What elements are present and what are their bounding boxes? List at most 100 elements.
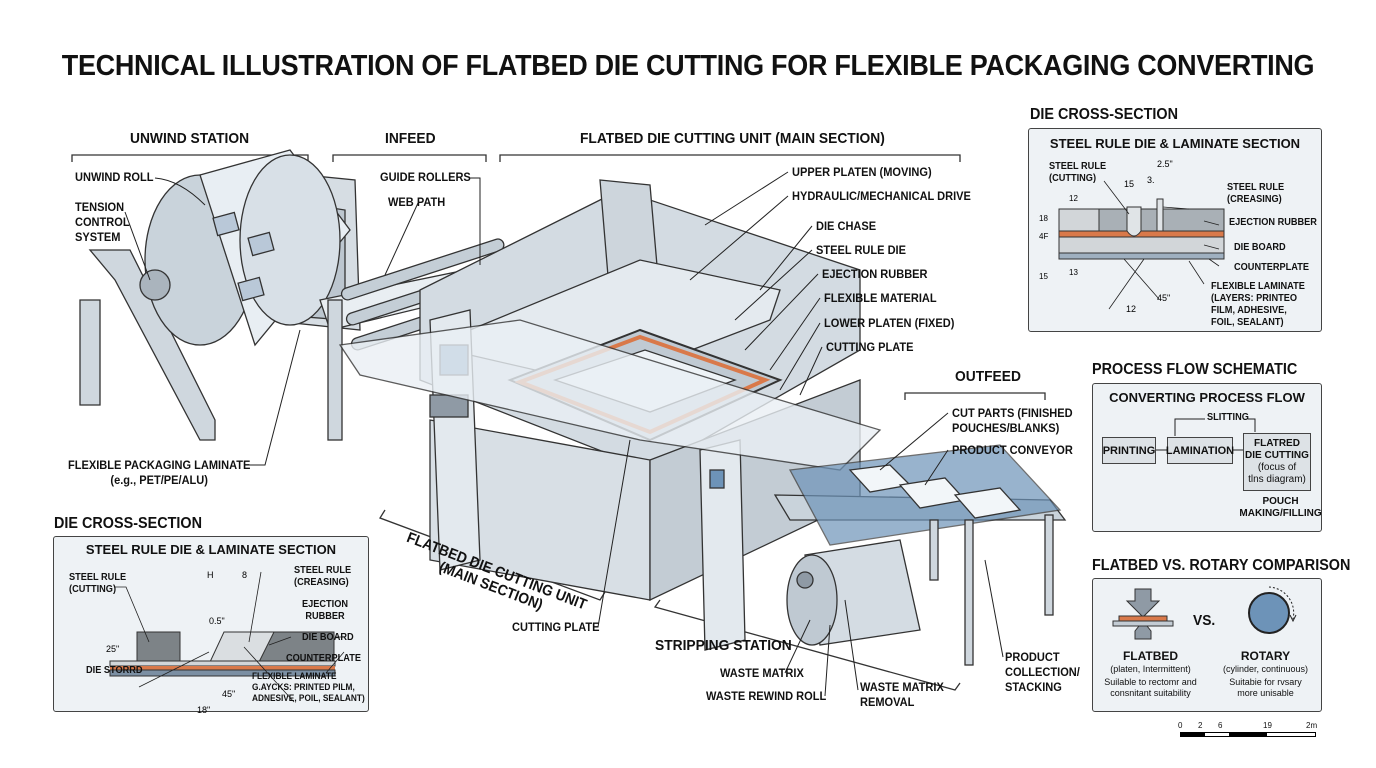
label-waste-rewind: WASTE REWIND ROLL	[706, 689, 827, 703]
t: FLEXIBLE PACKAGING LAMINATE	[68, 458, 251, 472]
process-arrows	[1155, 418, 1256, 451]
scale-tick: 19	[1263, 721, 1272, 730]
t: (CREASING)	[294, 577, 349, 588]
t: Suilable to rectomr and	[1104, 677, 1197, 687]
label-cutting-plate: CUTTING PLATE	[826, 340, 914, 354]
dim: 0.5"	[209, 616, 225, 626]
flatbed-text: FLATBED (platen, Intermittent) Suilable …	[1093, 649, 1208, 699]
panel-title: STEEL RULE DIE & LAMINATE SECTION	[85, 542, 337, 557]
tension-control-icon	[139, 269, 171, 301]
t: COLLECTION/	[1005, 665, 1080, 679]
die-bottom-header: DIE CROSS-SECTION	[54, 515, 203, 532]
dim: 13	[1069, 268, 1078, 277]
dim: 25"	[106, 644, 119, 654]
label-steel-rule-die: STEEL RULE DIE	[816, 243, 906, 257]
die-bottom-cutting: STEEL RULE(CUTTING)	[69, 572, 126, 596]
step-slitting: SLITTING	[1207, 412, 1249, 423]
die-top-panel: STEEL RULE DIE & LAMINATE SECTION 2.5" 1…	[1028, 128, 1322, 332]
rotary-text: ROTARY (cylinder, continuous) Suitabie f…	[1208, 649, 1323, 699]
dim: H	[207, 570, 214, 580]
section-outfeed: OUTFEED	[955, 368, 1021, 385]
dim: 12	[1069, 194, 1078, 203]
dim: 45"	[222, 689, 235, 699]
label-lower-platen: LOWER PLATEN (FIXED)	[824, 316, 955, 330]
t: (CUTTING)	[1049, 173, 1097, 184]
label-die-chase: DIE CHASE	[816, 219, 877, 233]
dim: 45"	[1157, 293, 1170, 303]
panel-title: CONVERTING PROCESS FLOW	[1109, 390, 1305, 405]
dim: 18	[1039, 214, 1048, 223]
die-bottom-creasing: STEEL RULE(CREASING)	[294, 565, 351, 589]
compare-header: FLATBED VS. ROTARY COMPARISON	[1092, 557, 1351, 574]
t: MAKING/FILLING	[1239, 508, 1322, 519]
scale-bar: 0 2 6 19 2m	[1178, 720, 1323, 742]
die-top-counterplate: COUNTERPLATE	[1234, 262, 1309, 273]
step-printing: PRINTING	[1102, 437, 1156, 464]
t: (focus of	[1257, 462, 1297, 473]
t: DIE CUTTING	[1245, 450, 1309, 461]
dim: 12	[1126, 304, 1136, 314]
scale-tick: 2	[1198, 721, 1203, 730]
t: POUCHES/BLANKS)	[952, 421, 1060, 435]
die-top-die-board: DIE BOARD	[1234, 242, 1286, 253]
t: FLEXIBLE LAMINATE	[1211, 281, 1305, 292]
compare-icons	[1112, 586, 1297, 640]
dim: 3.	[1147, 175, 1155, 185]
t: (LAYERS: PRINTEO	[1211, 293, 1298, 304]
die-bottom-drawing: H 8 0.5" 25" 45" 18"	[106, 570, 345, 713]
t: (cylinder, continuous)	[1222, 664, 1309, 674]
t: ROTARY	[1240, 649, 1291, 663]
section-infeed: INFEED	[385, 130, 436, 147]
unwind-station	[79, 149, 361, 441]
t: SYSTEM	[75, 230, 121, 244]
dim: 18"	[197, 705, 210, 713]
t: PRODUCT	[1005, 650, 1060, 664]
process-header: PROCESS FLOW SCHEMATIC	[1092, 361, 1298, 378]
t: REMOVAL	[860, 695, 915, 709]
t: FILM, ADHESIVE,	[1211, 305, 1287, 316]
t: (platen, Intermittent)	[1110, 664, 1191, 674]
scale-tick: 0	[1178, 721, 1183, 730]
t: STEEL RULE	[69, 572, 127, 583]
label-guide-rollers: GUIDE ROLLERS	[380, 170, 471, 184]
dim: 15	[1039, 272, 1048, 281]
scale-tick: 6	[1218, 721, 1223, 730]
t: CONTROL	[75, 215, 130, 229]
compare-panel: VS. FLATBED (platen, Intermittent) Suila…	[1092, 578, 1322, 712]
label-upper-platen: UPPER PLATEN (MOVING)	[792, 165, 932, 179]
die-bottom-storrd: DIE STORRD	[86, 665, 143, 676]
rotary-icon	[1248, 586, 1297, 634]
t: consnitant suitability	[1110, 688, 1191, 698]
panel-title: STEEL RULE DIE & LAMINATE SECTION	[1049, 136, 1301, 151]
dim: 8	[242, 570, 247, 580]
t: (CREASING)	[1227, 194, 1282, 205]
t: FLATBED	[1122, 649, 1179, 663]
step-lamination: LAMINATION	[1166, 437, 1234, 464]
t: FLEXIBLE LAMINATE	[252, 671, 337, 681]
die-top-creasing: STEEL RULE(CREASING)	[1227, 182, 1284, 206]
t: more unisable	[1237, 688, 1294, 698]
dim: 2.5"	[1157, 159, 1173, 169]
label-unwind-roll: UNWIND ROLL	[75, 170, 154, 184]
flatbed-icon	[1112, 588, 1174, 640]
t: WASTE MATRIX	[860, 680, 944, 694]
t: tlns diagram)	[1248, 474, 1306, 485]
scale-bar-graphic	[1180, 732, 1316, 737]
section-stripping: STRIPPING STATION	[655, 637, 792, 654]
label-flexible-material: FLEXIBLE MATERIAL	[824, 291, 937, 305]
label-waste-matrix: WASTE MATRIX	[720, 666, 804, 680]
label-drive: HYDRAULIC/MECHANICAL DRIVE	[792, 189, 971, 203]
section-main: FLATBED DIE CUTTING UNIT (MAIN SECTION)	[580, 130, 885, 147]
t: FOIL, SEALANT)	[1211, 317, 1284, 328]
label-cutting-plate-2: CUTTING PLATE	[512, 620, 600, 634]
t: (e.g., PET/PE/ALU)	[110, 473, 208, 487]
label-laminate: FLEXIBLE PACKAGING LAMINATE(e.g., PET/PE…	[68, 458, 250, 488]
process-panel: CONVERTING PROCESS FLOW PRINTING LAMINAT…	[1092, 383, 1322, 532]
product-conveyor	[773, 444, 1067, 666]
